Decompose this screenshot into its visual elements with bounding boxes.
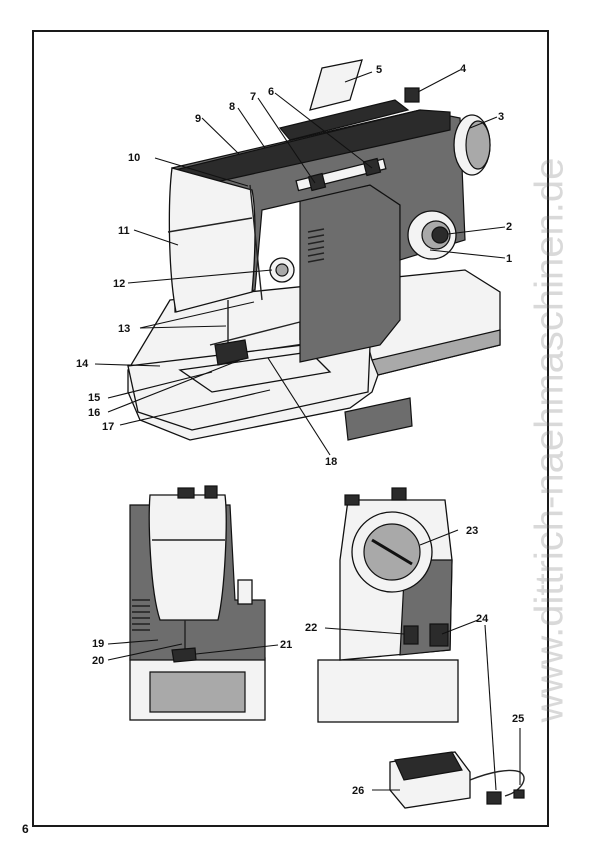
callout-23: 23 [466, 525, 478, 537]
callout-16: 16 [88, 407, 100, 419]
callout-4: 4 [460, 63, 467, 75]
end-view-illustration [317, 487, 459, 723]
callout-22: 22 [305, 622, 317, 634]
callout-3: 3 [498, 111, 504, 123]
watermark: www.dittrich-naehmaschinen.de [520, 60, 580, 820]
callout-15: 15 [88, 392, 100, 404]
page-number: 6 [22, 822, 29, 836]
callout-26: 26 [352, 785, 364, 797]
main-machine-illustration [127, 59, 501, 441]
diagram-border [32, 30, 549, 827]
callout-14: 14 [76, 358, 89, 370]
callout-24: 24 [476, 613, 489, 625]
callout-numbers: 1 2 3 4 5 6 7 8 9 10 11 12 13 14 15 16 1… [76, 63, 524, 797]
callout-11: 11 [118, 225, 130, 237]
main-leader-lines [94, 69, 506, 456]
callout-5: 5 [376, 64, 382, 76]
callout-20: 20 [92, 655, 104, 667]
callout-18: 18 [325, 456, 337, 468]
callout-2: 2 [506, 221, 512, 233]
side-leader-lines [107, 639, 279, 661]
callout-1: 1 [506, 253, 512, 265]
callout-21: 21 [280, 639, 292, 651]
end-leader-lines [324, 529, 497, 791]
callout-25: 25 [512, 713, 524, 725]
callout-7: 7 [250, 91, 256, 103]
callout-10: 10 [128, 152, 140, 164]
callout-13: 13 [118, 323, 130, 335]
side-view-illustration [129, 485, 266, 721]
callout-8: 8 [229, 101, 235, 113]
callout-19: 19 [92, 638, 104, 650]
foot-control-illustration [389, 751, 525, 809]
callout-9: 9 [195, 113, 201, 125]
callout-6: 6 [268, 86, 274, 98]
foot-leader-lines [372, 728, 521, 791]
callout-17: 17 [102, 421, 114, 433]
watermark-text: www.dittrich-naehmaschinen.de [527, 157, 572, 723]
callout-12: 12 [113, 278, 125, 290]
